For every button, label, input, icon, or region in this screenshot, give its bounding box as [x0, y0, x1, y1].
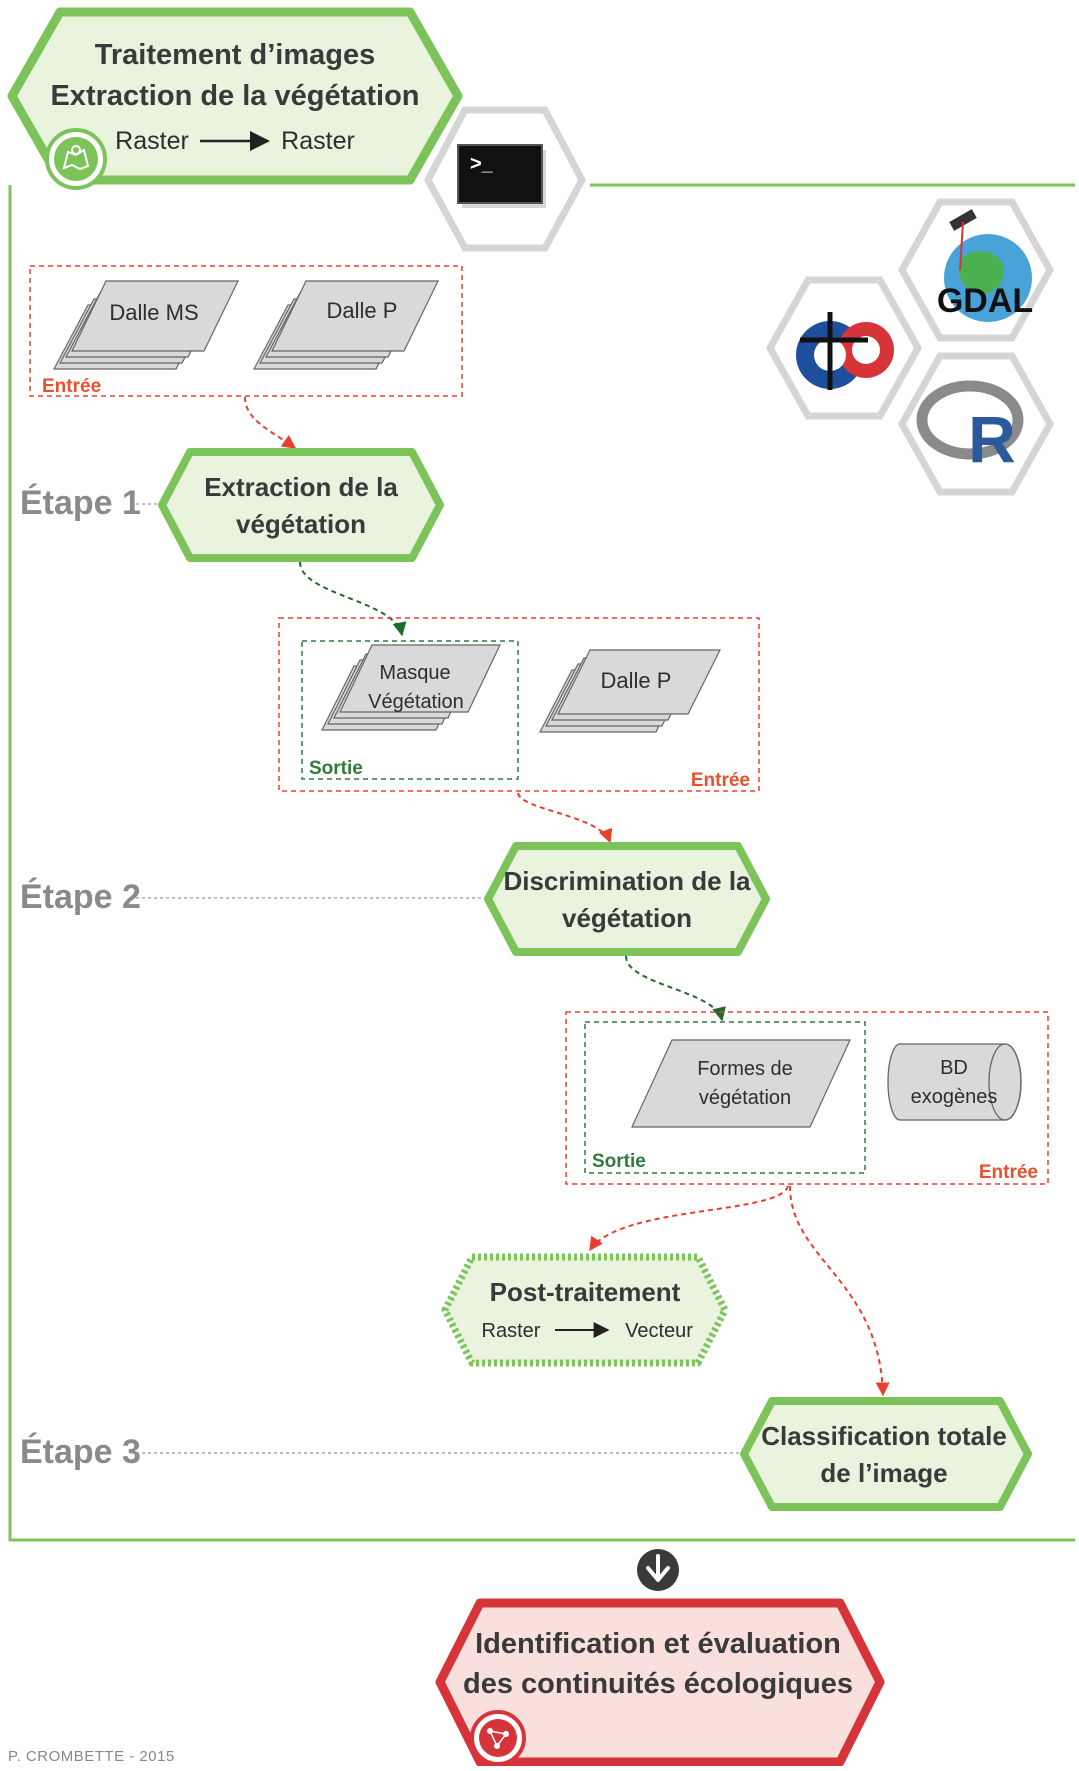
final-line2: des continuités écologiques	[463, 1668, 853, 1700]
etape2-label: Étape 2	[20, 878, 141, 916]
down-arrow-icon	[637, 1549, 679, 1591]
entree-label-2: Entrée	[691, 770, 750, 791]
etape3-label: Étape 3	[20, 1433, 141, 1471]
arrow-output2-to-classif	[789, 1185, 890, 1397]
dalle-p-label-1: Dalle P	[327, 298, 398, 323]
bd-line1: BD	[940, 1057, 968, 1079]
etape1-label: Étape 1	[20, 484, 141, 522]
svg-text:>_: >_	[470, 153, 494, 175]
step1-line2: végétation	[236, 509, 366, 539]
dalle-p-stack-2: Dalle P	[539, 649, 721, 733]
formes-line1: Formes de	[697, 1058, 793, 1080]
formes-line2: végétation	[699, 1087, 791, 1109]
step2-line1: Discrimination de la	[503, 866, 751, 896]
otb-logo-icon	[765, 276, 923, 420]
bd-exogenes-database: BD exogènes	[887, 1043, 1022, 1121]
dalle-ms-stack: Dalle MS	[53, 280, 239, 370]
step1-line1: Extraction de la	[204, 472, 398, 502]
step2-discrimination: Discrimination de la végétation	[484, 842, 770, 956]
input-box-step1: Dalle MS Dalle P Entrée	[29, 265, 463, 397]
masque-vegetation-stack: Masque Végétation	[321, 644, 501, 731]
post-flow-from: Raster	[482, 1320, 541, 1342]
sortie-label-2: Sortie	[592, 1151, 646, 1172]
r-logo-icon: R	[897, 352, 1055, 496]
r-logo-text: R	[968, 402, 1016, 476]
step3-line2: de l’image	[820, 1458, 947, 1488]
formes-vegetation-shape: Formes de végétation	[631, 1039, 851, 1128]
arrow-output2-to-post	[589, 1185, 789, 1252]
credit-text: P. CROMBETTE - 2015	[8, 1748, 175, 1765]
arrow-input-to-step1	[244, 396, 297, 449]
entree-label-3: Entrée	[979, 1162, 1038, 1183]
header-block: Traitement d’images Extraction de la vég…	[7, 7, 463, 190]
final-line1: Identification et évaluation	[475, 1628, 841, 1660]
map-badge-icon	[45, 128, 107, 190]
step3-classification: Classification totale de l’image	[740, 1397, 1032, 1511]
arrow-step2-to-output	[625, 955, 726, 1022]
entree-label-1: Entrée	[42, 376, 101, 397]
final-block: Identification et évaluation des continu…	[435, 1598, 885, 1767]
arrow-output1-to-step2	[517, 792, 613, 844]
post-flow-to: Vecteur	[625, 1320, 693, 1342]
post-title: Post-traitement	[490, 1277, 681, 1307]
output-box-step2: Formes de végétation Sortie BD exogènes …	[565, 1011, 1049, 1185]
header-title-line2: Extraction de la végétation	[50, 80, 419, 112]
network-badge-icon	[470, 1710, 526, 1766]
header-title-line1: Traitement d’images	[95, 39, 375, 71]
masque-line2: Végétation	[368, 691, 464, 713]
dalle-p-stack-1: Dalle P	[253, 280, 439, 370]
terminal-icon: >_	[424, 106, 586, 252]
arrow-step1-to-output	[299, 561, 407, 637]
header-flow-from: Raster	[115, 127, 189, 155]
post-traitement: Post-traitement Raster Vecteur	[441, 1253, 729, 1367]
step1-extraction: Extraction de la végétation	[158, 448, 444, 562]
main-frame	[8, 183, 1075, 1542]
header-flow-to: Raster	[281, 127, 355, 155]
dalle-p-label-2: Dalle P	[601, 668, 672, 693]
sortie-label-1: Sortie	[309, 758, 363, 779]
gdal-logo-text: GDAL	[937, 282, 1033, 320]
dalle-ms-label: Dalle MS	[109, 300, 198, 325]
step2-line2: végétation	[562, 903, 692, 933]
output-box-step1: Masque Végétation Sortie Dalle P Entrée	[278, 617, 760, 792]
bd-line2: exogènes	[911, 1086, 998, 1108]
gdal-logo-icon: GDAL	[897, 198, 1055, 342]
masque-line1: Masque	[379, 662, 450, 684]
step3-line1: Classification totale	[761, 1421, 1007, 1451]
